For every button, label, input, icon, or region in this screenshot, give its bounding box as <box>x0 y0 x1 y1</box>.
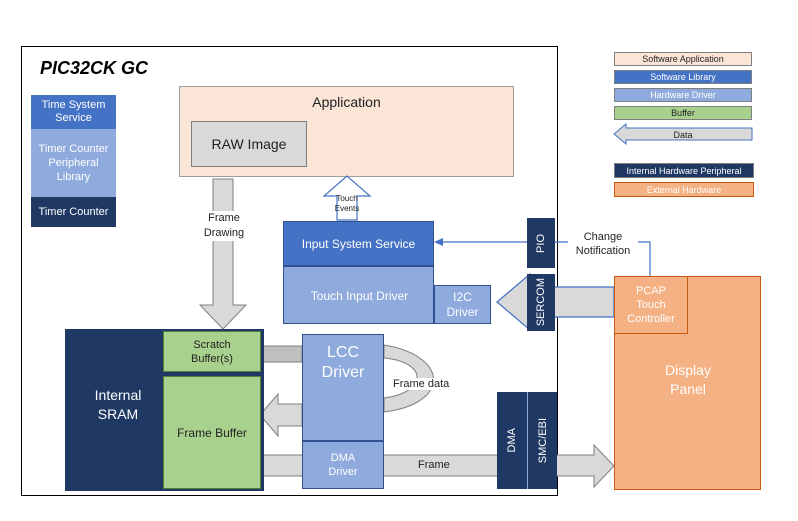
timer-counter-peripheral-library: Timer Counter Peripheral Library <box>31 129 116 197</box>
scratch-buffer: Scratch Buffer(s) <box>163 331 261 372</box>
i2c-driver: I2C Driver <box>434 285 491 324</box>
frame-buffer-label: Frame Buffer <box>177 425 247 440</box>
time-system-service: Time System Service <box>31 95 116 129</box>
pcap-touch-controller-label: PCAP Touch Controller <box>627 285 675 325</box>
application-label: Application <box>312 94 381 110</box>
dma-block: DMA <box>497 392 527 489</box>
lcc-driver-label: LCC Driver <box>321 344 365 381</box>
lcc-driver: LCC Driver <box>302 334 384 441</box>
legend-internal-hw-peripheral: Internal Hardware Peripheral <box>614 163 754 178</box>
change-notification-label: Change Notification <box>568 230 638 258</box>
scratch-to-lcc-arrow <box>261 345 303 363</box>
sercom-label: SERCOM <box>535 278 547 327</box>
input-system-service-label: Input System Service <box>301 236 416 251</box>
frame-data-label: Frame data <box>392 378 451 390</box>
internal-sram-label: Internal SRAM <box>94 387 142 422</box>
input-system-service: Input System Service <box>283 221 434 266</box>
touch-input-driver-label: Touch Input Driver <box>310 289 409 303</box>
chip-boundary <box>21 46 558 496</box>
dma-label: DMA <box>506 428 518 453</box>
legend-software-application: Software Application <box>614 52 752 66</box>
change-notification-arrowhead <box>434 238 443 246</box>
smc-ebi-block: SMC/EBI <box>527 392 557 489</box>
frame-data-loop <box>383 344 434 413</box>
legend-buffer: Buffer <box>614 106 752 120</box>
smc-ebi-label: SMC/EBI <box>536 417 549 464</box>
dma-driver: DMA Driver <box>302 441 384 489</box>
pio-block: PIO <box>527 218 555 268</box>
raw-image-label: RAW Image <box>211 136 287 152</box>
display-panel-label: Display Panel <box>665 362 711 397</box>
touch-events-arrow <box>322 175 372 221</box>
time-system-service-label: Time System Service <box>41 99 106 124</box>
frame-drawing-label: Frame Drawing <box>198 211 250 241</box>
timer-counter-label: Timer Counter <box>38 206 109 218</box>
scratch-buffer-label: Scratch Buffer(s) <box>191 338 233 365</box>
legend-external-hardware: External Hardware <box>614 182 754 197</box>
touch-input-driver: Touch Input Driver <box>283 266 434 324</box>
frame-drawing-arrow <box>198 178 248 330</box>
i2c-driver-label: I2C Driver <box>446 289 479 319</box>
frame-label: Frame <box>418 459 450 471</box>
touch-events-label: Touch Events <box>334 194 360 213</box>
timer-counter: Timer Counter <box>31 197 116 227</box>
timer-counter-library-label: Timer Counter Peripheral Library <box>38 143 109 183</box>
frame-buffer: Frame Buffer <box>163 376 261 489</box>
legend-software-library: Software Library <box>614 70 752 84</box>
legend-data-label: Data <box>673 129 693 140</box>
lcc-to-framebuffer-arrow <box>259 392 303 438</box>
legend-hardware-driver: Hardware Driver <box>614 88 752 102</box>
raw-image-block: RAW Image <box>191 121 307 167</box>
pcap-touch-controller: PCAP Touch Controller <box>614 276 688 334</box>
dma-driver-label: DMA Driver <box>328 452 358 478</box>
pio-label: PIO <box>535 233 547 253</box>
sercom-block: SERCOM <box>527 274 555 331</box>
touch-data-arrow <box>496 272 615 332</box>
legend-data-arrow <box>613 123 753 145</box>
chip-title: PIC32CK GC <box>40 58 149 78</box>
